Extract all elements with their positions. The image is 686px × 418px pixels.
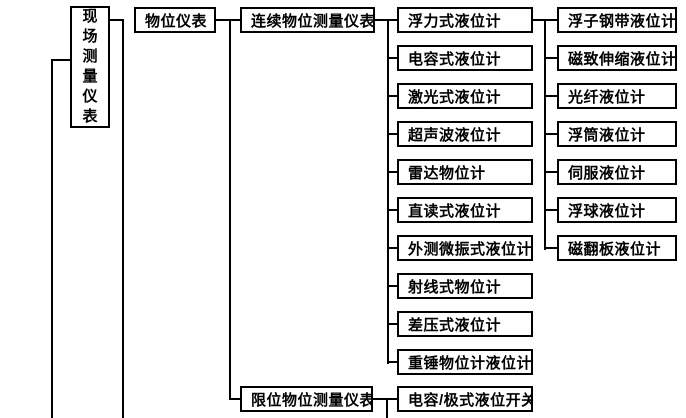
node-limit-level-measurement: 限位物位测量仪表 [240, 386, 373, 412]
connector-stub-buoyancy-6 [544, 247, 557, 249]
connector-stub-continuous-7 [387, 285, 397, 287]
node-direct-reading-level-gauge: 直读式液位计 [397, 197, 533, 223]
connector-stub-buoyancy-5 [544, 209, 557, 211]
node-label: 浮球液位计 [568, 202, 646, 220]
connector-trunk-limit-children [386, 398, 388, 418]
node-buoyancy-level-gauge: 浮力式液位计 [397, 7, 533, 33]
node-ray-level-gauge: 射线式物位计 [397, 273, 533, 299]
node-radar-level-gauge: 雷达物位计 [397, 159, 533, 185]
connector-stub-continuous-3 [387, 133, 397, 135]
connector-stub-continuous-5 [387, 209, 397, 211]
node-label: 浮力式液位计 [408, 12, 502, 30]
node-label: 差压式液位计 [408, 316, 502, 334]
node-label: 超声波液位计 [408, 126, 502, 144]
node-magnetic-flap-level-gauge: 磁翻板液位计 [557, 235, 677, 261]
connector-stub-buoyancy-1 [544, 57, 557, 59]
node-label: 磁翻板液位计 [568, 240, 662, 258]
connector-stub-continuous-9 [387, 361, 397, 363]
node-label: 浮筒液位计 [568, 126, 646, 144]
node-label: 限位物位测量仪表 [251, 391, 373, 409]
node-ultrasonic-level-gauge: 超声波液位计 [397, 121, 533, 147]
connector-stub-buoyancy-2 [544, 95, 557, 97]
node-label: 激光式液位计 [408, 88, 502, 106]
connector-trunk-level-children [229, 19, 231, 400]
node-label: 直读式液位计 [408, 202, 502, 220]
connector-stub-continuous-6 [387, 247, 397, 249]
node-external-micro-vibration-level-gauge: 外测微振式液位计 [397, 235, 533, 261]
node-level-instruments: 物位仪表 [134, 7, 216, 33]
node-label: 伺服液位计 [568, 164, 646, 182]
connector-limit-right [373, 398, 397, 400]
node-magnetostrictive-level-gauge: 磁致伸缩液位计 [557, 45, 677, 71]
connector-root-left [52, 59, 70, 61]
node-continuous-level-measurement: 连续物位测量仪表 [240, 7, 375, 33]
connector-stub-limit [229, 398, 240, 400]
connector-stub-buoyancy-4 [544, 171, 557, 173]
connector-stub-continuous-4 [387, 171, 397, 173]
connector-stub-buoyancy-3 [544, 133, 557, 135]
node-field-measurement-instruments: 现场测量仪表 [70, 6, 110, 128]
node-differential-pressure-level-gauge: 差压式液位计 [397, 311, 533, 337]
connector-trunk-root-children [122, 19, 124, 418]
connector-level-to-continuous [216, 19, 240, 21]
node-label: 现场测量仪表 [82, 8, 99, 125]
node-capacitance-level-gauge: 电容式液位计 [397, 45, 533, 71]
node-servo-level-gauge: 伺服液位计 [557, 159, 677, 185]
node-label: 连续物位测量仪表 [251, 12, 375, 30]
node-label: 光纤液位计 [568, 88, 646, 106]
connector-stub-continuous-1 [387, 57, 397, 59]
node-label: 电容/极式液位开关 [408, 391, 533, 409]
node-optical-fiber-level-gauge: 光纤液位计 [557, 83, 677, 109]
connector-stub-continuous-2 [387, 95, 397, 97]
node-label: 电容式液位计 [408, 50, 502, 68]
connector-continuous-right [375, 19, 397, 21]
connector-root-right [110, 19, 124, 21]
connector-trunk-left [51, 59, 53, 418]
node-capacitance-electrode-level-switch: 电容/极式液位开关 [397, 386, 533, 412]
node-label: 外测微振式液位计 [408, 240, 533, 258]
node-label: 浮子钢带液位计 [568, 12, 677, 30]
node-label: 射线式物位计 [408, 278, 502, 296]
node-float-ball-level-gauge: 浮球液位计 [557, 197, 677, 223]
node-heavy-hammer-level-gauge: 重锤物位计液位计 [397, 349, 533, 375]
node-label: 磁致伸缩液位计 [568, 50, 677, 68]
node-label: 物位仪表 [145, 12, 208, 30]
node-displacer-level-gauge: 浮筒液位计 [557, 121, 677, 147]
node-label: 雷达物位计 [408, 164, 486, 182]
node-float-steel-belt-level-gauge: 浮子钢带液位计 [557, 7, 677, 33]
connector-stub-continuous-8 [387, 323, 397, 325]
node-label: 重锤物位计液位计 [408, 354, 533, 372]
connector-trunk-continuous-children [387, 19, 389, 364]
node-laser-level-gauge: 激光式液位计 [397, 83, 533, 109]
